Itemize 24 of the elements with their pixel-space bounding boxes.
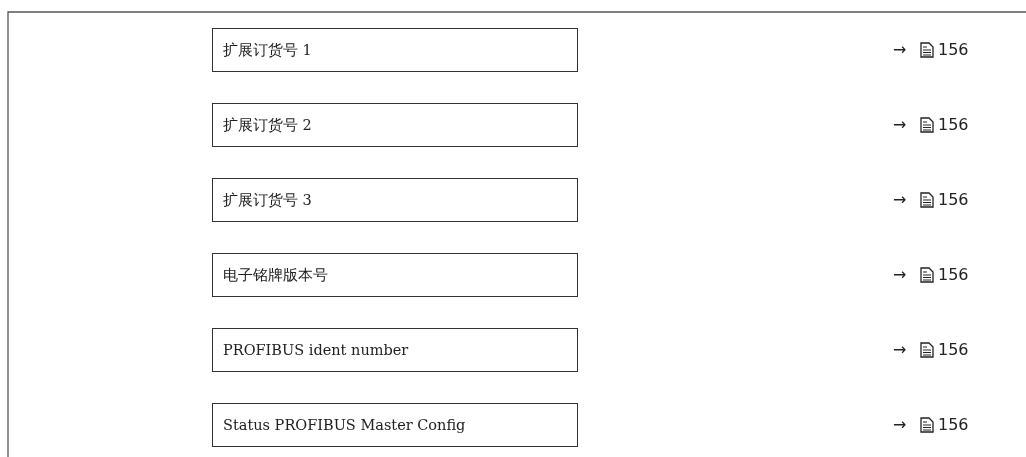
parameter-name: PROFIBUS ident number — [223, 342, 409, 358]
reference-arrow: → — [893, 115, 907, 135]
parameter-name: 扩展订货号 3 — [223, 190, 312, 210]
reference-arrow: → — [893, 40, 907, 60]
page-number: 156 — [938, 340, 969, 360]
reference-arrow: → — [893, 265, 907, 285]
parameter-box — [212, 28, 578, 72]
reference-arrow: → — [893, 415, 907, 435]
reference-arrow: → — [893, 190, 907, 210]
parameter-box — [212, 178, 578, 222]
page-number: 156 — [938, 40, 969, 60]
parameter-name: 电子铭牌版本号 — [223, 265, 328, 285]
parameter-box — [212, 403, 578, 447]
parameter-name: Status PROFIBUS Master Config — [223, 417, 466, 433]
page-number: 156 — [938, 115, 969, 135]
parameter-box — [212, 328, 578, 372]
page-number: 156 — [938, 190, 969, 210]
parameter-box — [212, 253, 578, 297]
reference-arrow: → — [893, 340, 907, 360]
parameter-box — [212, 103, 578, 147]
page-number: 156 — [938, 415, 969, 435]
parameter-name: 扩展订货号 2 — [223, 115, 312, 135]
parameter-name: 扩展订货号 1 — [223, 40, 312, 60]
page-number: 156 — [938, 265, 969, 285]
